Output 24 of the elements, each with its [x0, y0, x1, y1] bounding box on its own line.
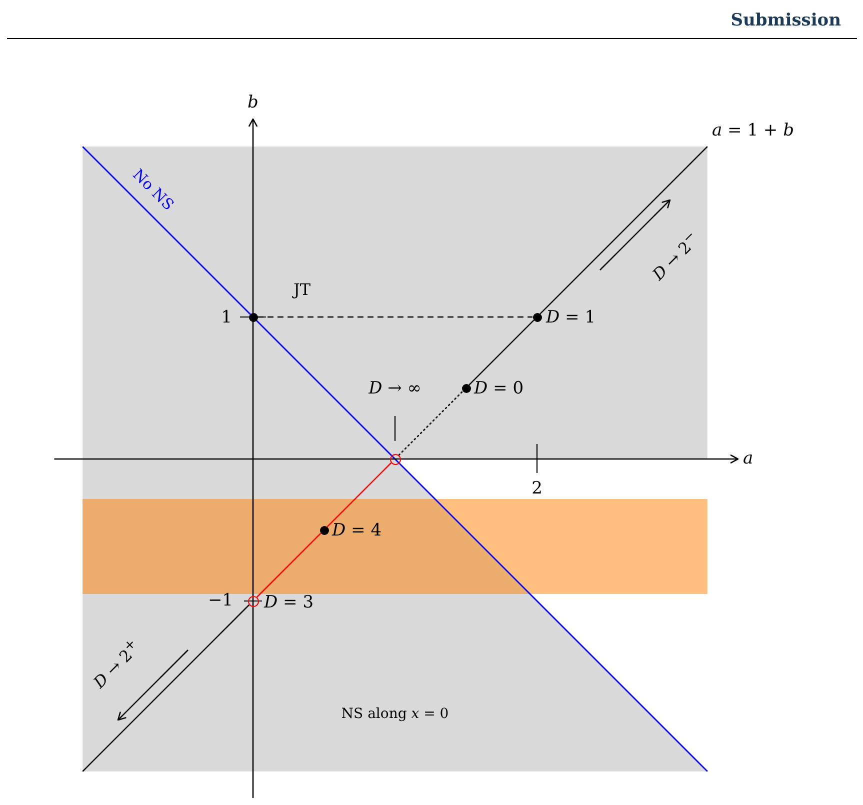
header-text: Submission — [730, 12, 841, 30]
axis-label: b — [248, 94, 258, 112]
point-label: D = 0 — [474, 380, 524, 398]
line-segment — [468, 320, 534, 386]
line-label: a = 1 + b — [712, 122, 794, 140]
line-segment — [82, 604, 250, 772]
region-label: No NS — [130, 166, 176, 214]
line-segment — [540, 146, 708, 314]
ring-icon — [390, 454, 400, 464]
point-label: D = 1 — [546, 310, 596, 326]
line-segment — [326, 462, 392, 528]
axis-label: a — [743, 450, 754, 468]
point-label: D = 3 — [264, 594, 314, 612]
tick-label: −1 — [208, 592, 233, 610]
region-label: JT — [293, 282, 311, 298]
ring-icon — [248, 596, 258, 606]
tick-label: 2 — [532, 480, 542, 498]
line-segment — [256, 532, 322, 598]
region-label: NS along x = 0 — [341, 707, 449, 721]
dashed-line — [258, 316, 532, 318]
dotted-line — [398, 390, 464, 456]
point-label: D → ∞ — [368, 380, 422, 398]
point-label: D = 4 — [332, 522, 382, 540]
tick-label: 1 — [221, 310, 232, 326]
